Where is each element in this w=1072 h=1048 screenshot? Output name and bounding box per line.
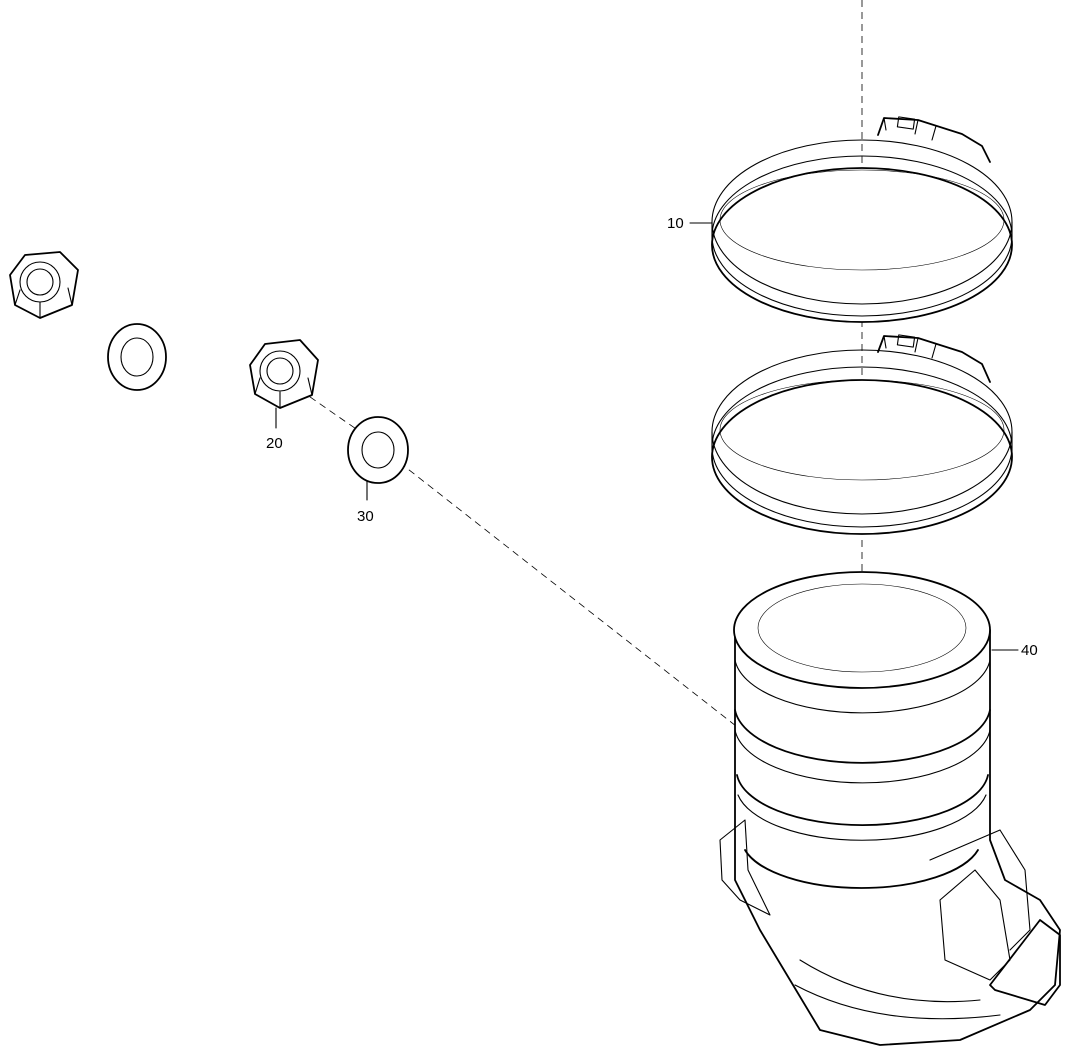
callout-10: 10 xyxy=(667,215,684,232)
hex-nut-20 xyxy=(249,339,319,409)
hex-nut-left xyxy=(9,251,79,319)
hose-clamp-upper xyxy=(711,116,1013,323)
washer-30 xyxy=(347,416,409,484)
callout-40: 40 xyxy=(1021,642,1038,659)
callout-30: 30 xyxy=(357,508,374,525)
pipe-elbow xyxy=(719,571,1061,1046)
callout-20: 20 xyxy=(266,435,283,452)
hose-clamp-lower xyxy=(711,334,1013,535)
washer-left xyxy=(107,323,167,391)
